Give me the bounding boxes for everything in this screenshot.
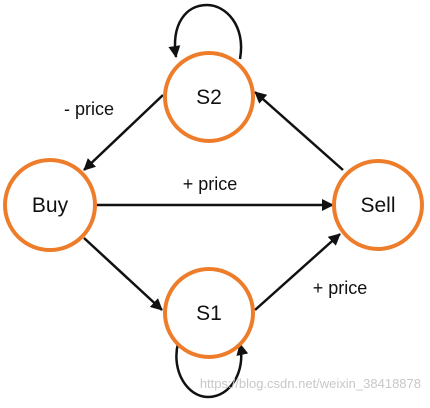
node-sell: Sell bbox=[332, 159, 424, 251]
edge-s2-to-buy bbox=[83, 94, 164, 171]
edge-sell-to-s2 bbox=[254, 91, 344, 171]
self-loop-s1 bbox=[175, 342, 249, 399]
node-s1: S1 bbox=[163, 267, 255, 359]
node-s2-label: S2 bbox=[196, 86, 222, 109]
edge-s1-to-sell bbox=[254, 233, 341, 311]
node-s1-label: S1 bbox=[196, 302, 222, 325]
edge-label-s2-to-buy: - price bbox=[64, 99, 114, 119]
node-buy: Buy bbox=[3, 158, 97, 252]
watermark: https://blog.csdn.net/weixin_38418878 bbox=[200, 376, 421, 391]
node-sell-label: Sell bbox=[360, 194, 395, 217]
node-s2: S2 bbox=[163, 51, 255, 143]
edge-buy-to-s1 bbox=[83, 237, 163, 311]
self-loop-s2 bbox=[168, 3, 243, 60]
edge-label-buy-to-sell: + price bbox=[183, 174, 238, 194]
node-buy-label: Buy bbox=[32, 194, 69, 217]
edge-label-s1-to-sell: + price bbox=[313, 278, 368, 298]
